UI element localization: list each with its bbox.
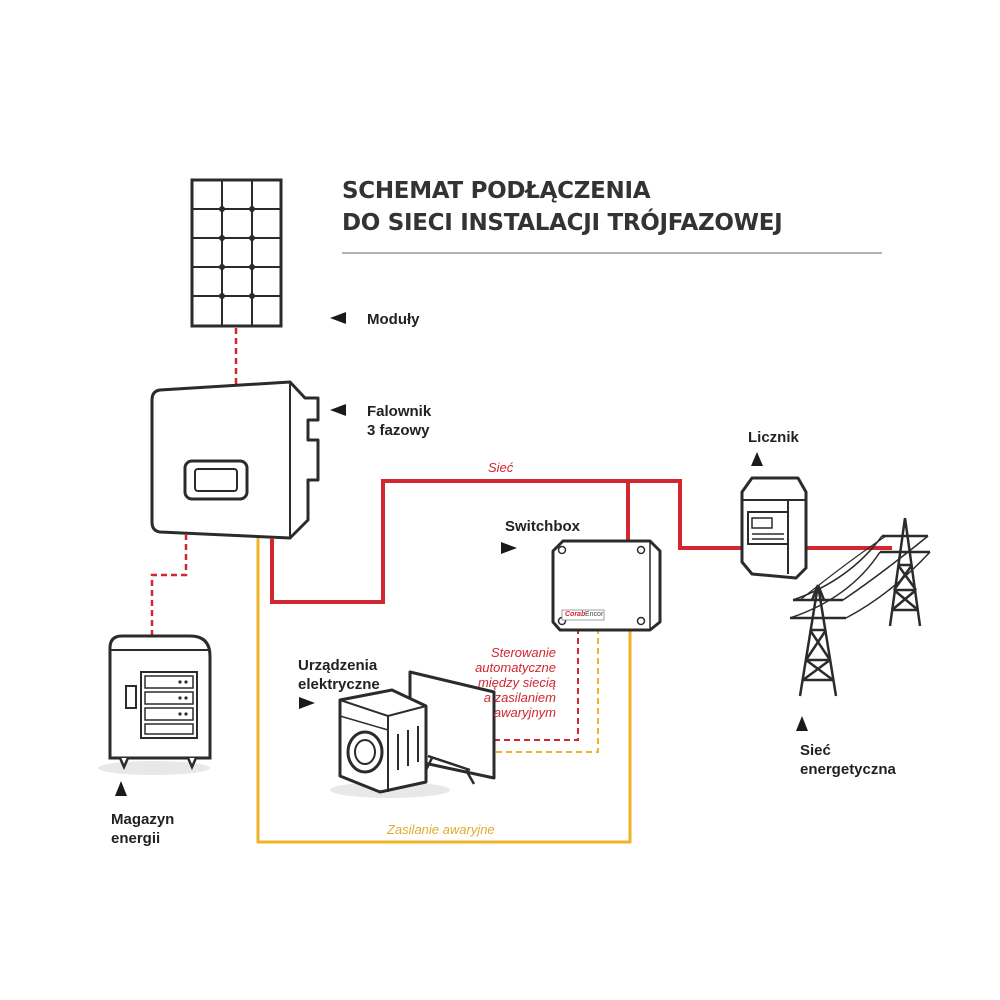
pointer-arrow-switchbox (501, 542, 517, 554)
label-meter: Licznik (748, 429, 799, 446)
label-inverter-line2: 3 fazowy (367, 422, 430, 439)
pointer-arrow-meter (751, 452, 763, 466)
pointer-arrow-storage (115, 781, 127, 796)
page-title-line2: DO SIECI INSTALACJI TRÓJFAZOWEJ (342, 210, 783, 236)
solar-panel-icon (190, 178, 283, 328)
pointer-arrow-inverter (330, 404, 346, 416)
label-storage-line2: energii (111, 830, 161, 847)
pointer-arrow-modules (330, 312, 346, 324)
pointer-arrow-devices (299, 697, 315, 709)
power-grid-icon (789, 517, 931, 697)
appliances-icon (330, 670, 496, 798)
label-control-line5: awaryjnym (493, 705, 556, 720)
control-line-yellow (494, 628, 599, 753)
label-devices-line2: elektryczne (298, 676, 380, 693)
label-grid-line2: energetyczna (800, 761, 896, 778)
energy-storage-icon (98, 634, 212, 775)
meter-icon (740, 476, 808, 580)
page-title-line1: SCHEMAT PODŁĄCZENIA (342, 178, 651, 204)
grid-line (270, 479, 742, 604)
label-control-line4: a zasilaniem (483, 690, 556, 705)
label-control-line1: Sterowanie (490, 645, 556, 660)
label-modules: Moduły (367, 311, 420, 328)
switchbox-icon (551, 539, 662, 632)
switchbox-brand-model: Encor (585, 611, 604, 618)
control-line-red (494, 628, 579, 741)
label-inverter-line1: Falownik (367, 403, 432, 420)
label-backup-line-name: Zasilanie awaryjne (387, 822, 495, 837)
label-grid-line-name: Sieć (488, 460, 514, 475)
label-switchbox: Switchbox (505, 518, 581, 535)
dc-line-inverter-storage (150, 534, 188, 636)
switchbox-brand-logo: Corab (565, 611, 586, 618)
label-control-line2: automatyczne (475, 660, 556, 675)
label-control-line3: między siecią (477, 675, 556, 690)
inverter-icon (150, 380, 320, 540)
label-devices-line1: Urządzenia (298, 657, 378, 674)
label-control-block: Sterowanie automatyczne między siecią a … (475, 645, 556, 720)
label-grid-line1: Sieć (800, 742, 831, 759)
backup-power-line (256, 538, 632, 844)
pointer-arrow-grid (796, 716, 808, 731)
label-storage-line1: Magazyn (111, 811, 175, 828)
